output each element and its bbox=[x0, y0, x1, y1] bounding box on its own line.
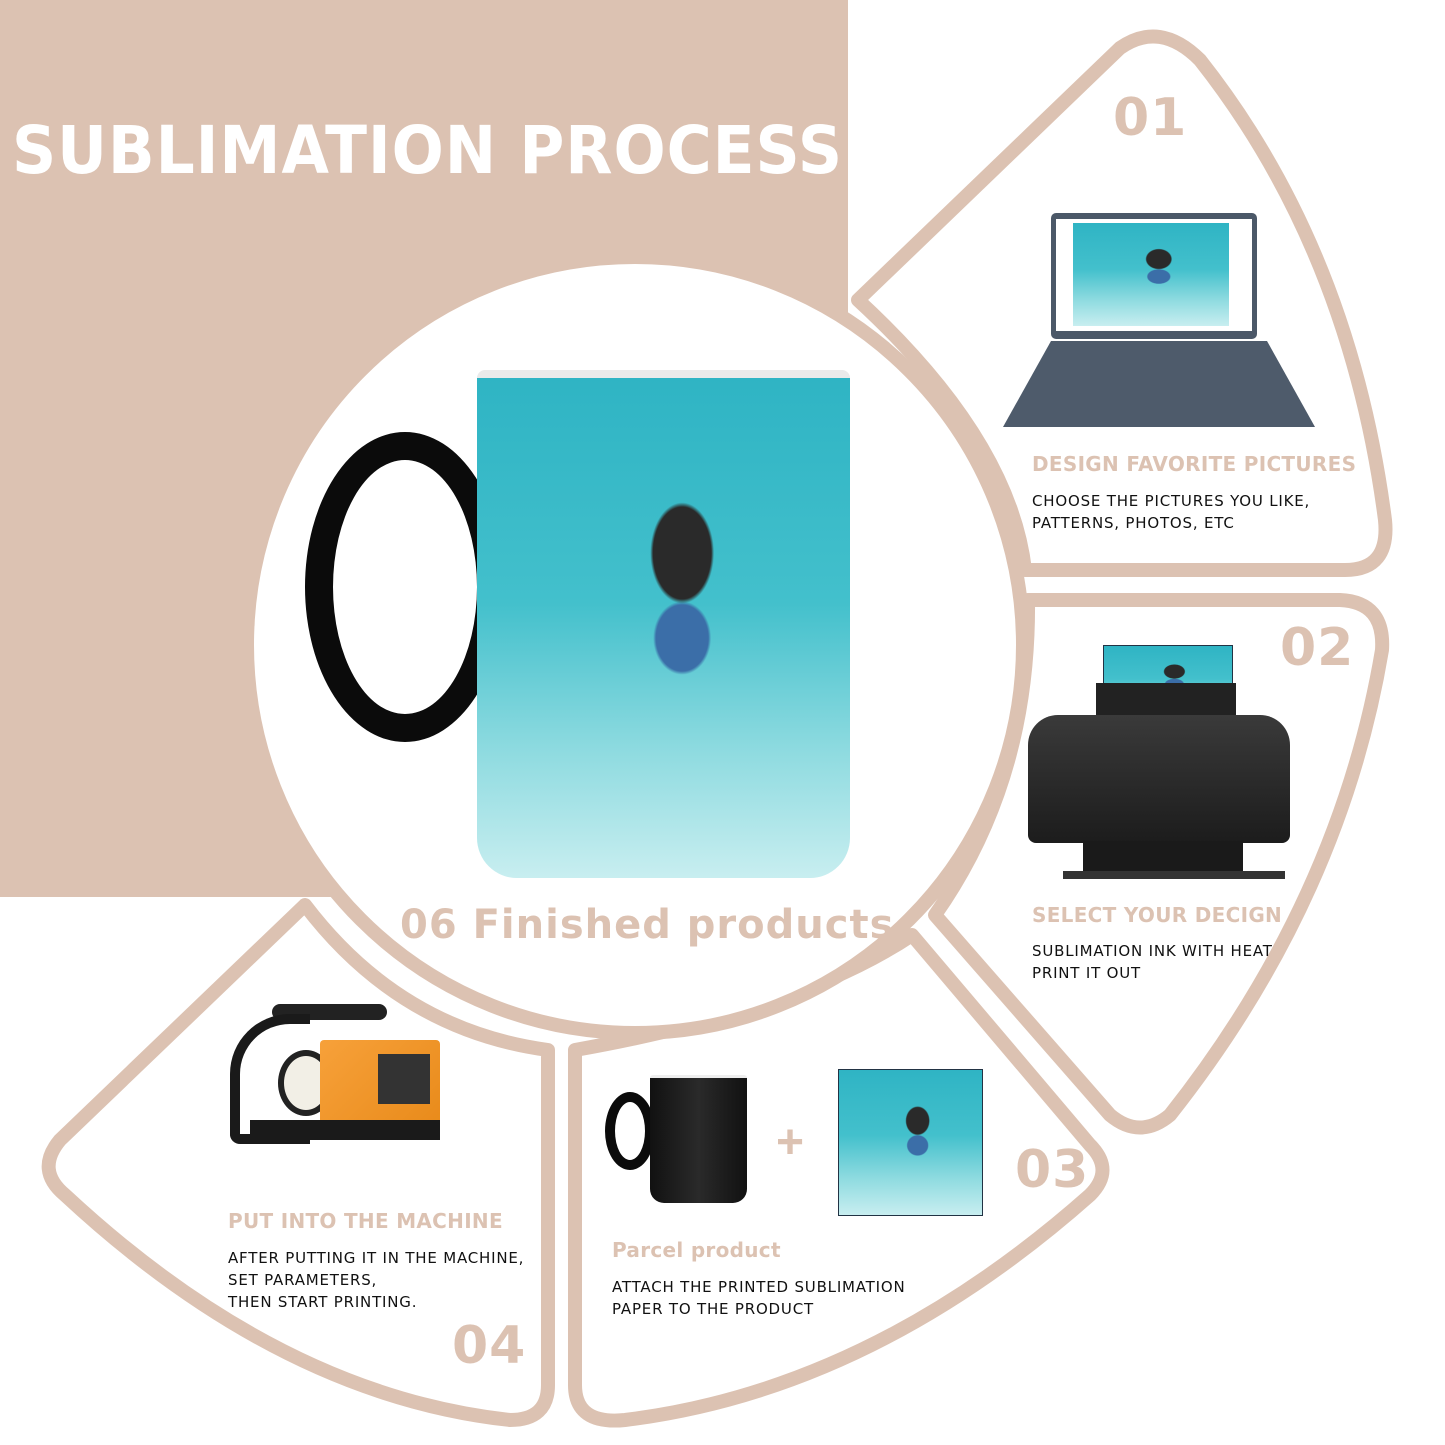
step-04-title: PUT INTO THE MACHINE bbox=[228, 1209, 503, 1233]
sublimation-paper-photo bbox=[838, 1069, 983, 1216]
step-02-title: SELECT YOUR DECIGN bbox=[1032, 903, 1283, 927]
laptop-image bbox=[1003, 213, 1315, 428]
press-control-box bbox=[320, 1040, 440, 1130]
step-04-description: AFTER PUTTING IT IN THE MACHINE, SET PAR… bbox=[228, 1249, 525, 1311]
step-03-number: 03 bbox=[1015, 1140, 1090, 1200]
heat-press-image bbox=[230, 1000, 445, 1160]
step-02-description: SUBLIMATION INK WITH HEAT PRINT IT OUT bbox=[1032, 942, 1273, 982]
finished-products-label: 06 Finished products bbox=[400, 902, 895, 948]
step-03-description: ATTACH THE PRINTED SUBLIMATION PAPER TO … bbox=[612, 1278, 906, 1318]
black-mug-handle bbox=[605, 1092, 655, 1170]
black-mug-image bbox=[605, 1075, 747, 1203]
step-01-description: CHOOSE THE PICTURES YOU LIKE, PATTERNS, … bbox=[1032, 492, 1311, 532]
step-04-frame bbox=[41, 898, 555, 1427]
mug-handle bbox=[305, 432, 505, 742]
laptop-screen bbox=[1051, 213, 1257, 339]
mug-body-photo bbox=[477, 370, 850, 878]
page-title: SUBLIMATION PROCESS bbox=[12, 112, 843, 189]
laptop-photo bbox=[1073, 223, 1229, 326]
step-02-number: 02 bbox=[1280, 618, 1355, 678]
laptop-base bbox=[1003, 341, 1315, 427]
step-01-number: 01 bbox=[1113, 88, 1188, 148]
printer-image bbox=[1028, 645, 1290, 883]
plus-sign: + bbox=[776, 1116, 805, 1169]
step-04-number: 04 bbox=[452, 1316, 527, 1376]
finished-mug-image bbox=[305, 370, 850, 878]
step-01-title: DESIGN FAVORITE PICTURES bbox=[1032, 452, 1357, 476]
step-03-title: Parcel product bbox=[612, 1238, 781, 1262]
press-display bbox=[378, 1054, 430, 1104]
printer-body bbox=[1028, 715, 1290, 843]
black-mug-body bbox=[650, 1075, 747, 1203]
